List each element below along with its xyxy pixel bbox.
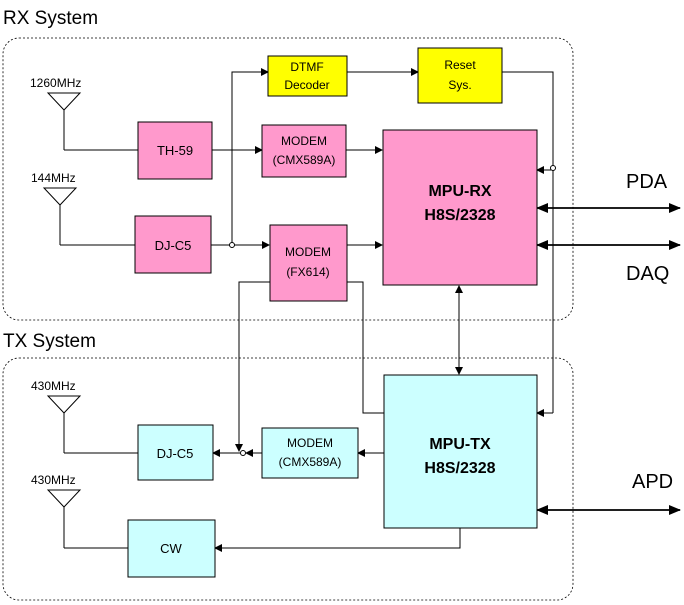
mpu-tx-label-line2: H8S/2328 [424,460,495,477]
rx-connections [60,68,554,452]
apd-label: APD [632,471,673,493]
antenna-1260mhz-label: 1260MHz [30,76,81,90]
antenna-430mhz-b-label: 430MHz [31,473,76,487]
reset-label-line2: Sys. [448,78,471,92]
antenna-144mhz-label: 144MHz [31,171,76,185]
antenna-1260mhz-icon [46,92,82,150]
mpu-tx-label-line1: MPU-TX [429,436,491,453]
mpu-rx-block: MPU-RX H8S/2328 [382,129,538,286]
dtmf-label-line2: Decoder [284,78,329,92]
modem-cmx-rx-label-line2: (CMX589A) [273,153,336,167]
junction-dot [240,450,246,456]
mpu-tx-block: MPU-TX H8S/2328 [383,374,538,529]
junction-dot [550,165,556,171]
external-links [536,203,681,515]
tx-connections [64,449,461,552]
djc5-rx-label: DJ-C5 [155,238,192,253]
modem-fx-label-line1: MODEM [285,245,331,259]
reset-sys-block: Reset Sys. [417,47,503,104]
daq-label: DAQ [626,263,669,285]
modem-cmx-tx-label-line1: MODEM [287,436,333,450]
modem-cmx589a-tx-block: MODEM (CMX589A) [261,427,359,479]
mpu-rx-label-line1: MPU-RX [428,183,491,200]
reset-label-line1: Reset [444,58,476,72]
cw-label: CW [160,541,182,556]
antenna-430mhz-b-icon [46,489,82,548]
tx-system-title: TX System [3,331,96,352]
rx-system-group [2,37,574,321]
dtmf-decoder-block: DTMF Decoder [267,55,348,97]
djc5-tx-block: DJ-C5 [137,424,214,481]
antenna-430mhz-a-label: 430MHz [31,379,76,393]
cw-block: CW [127,519,216,578]
mpu-rx-label-line2: H8S/2328 [424,207,495,224]
dtmf-label-line1: DTMF [290,60,323,74]
modem-cmx-rx-label-line1: MODEM [281,134,327,148]
tx-system-group [2,357,574,601]
djc5-rx-block: DJ-C5 [134,215,212,274]
antenna-430mhz-a-icon [46,395,82,453]
modem-cmx589a-rx-block: MODEM (CMX589A) [261,124,347,178]
th59-block: TH-59 [137,121,213,180]
djc5-tx-label: DJ-C5 [157,446,194,461]
antenna-144mhz-icon [42,187,78,245]
rx-system-title: RX System [3,8,98,29]
junction-dot [229,242,235,248]
th59-label: TH-59 [157,143,193,158]
modem-cmx-tx-label-line2: (CMX589A) [279,455,342,469]
pda-label: PDA [626,171,668,193]
modem-fx614-block: MODEM (FX614) [269,224,348,302]
modem-fx-label-line2: (FX614) [286,265,329,279]
